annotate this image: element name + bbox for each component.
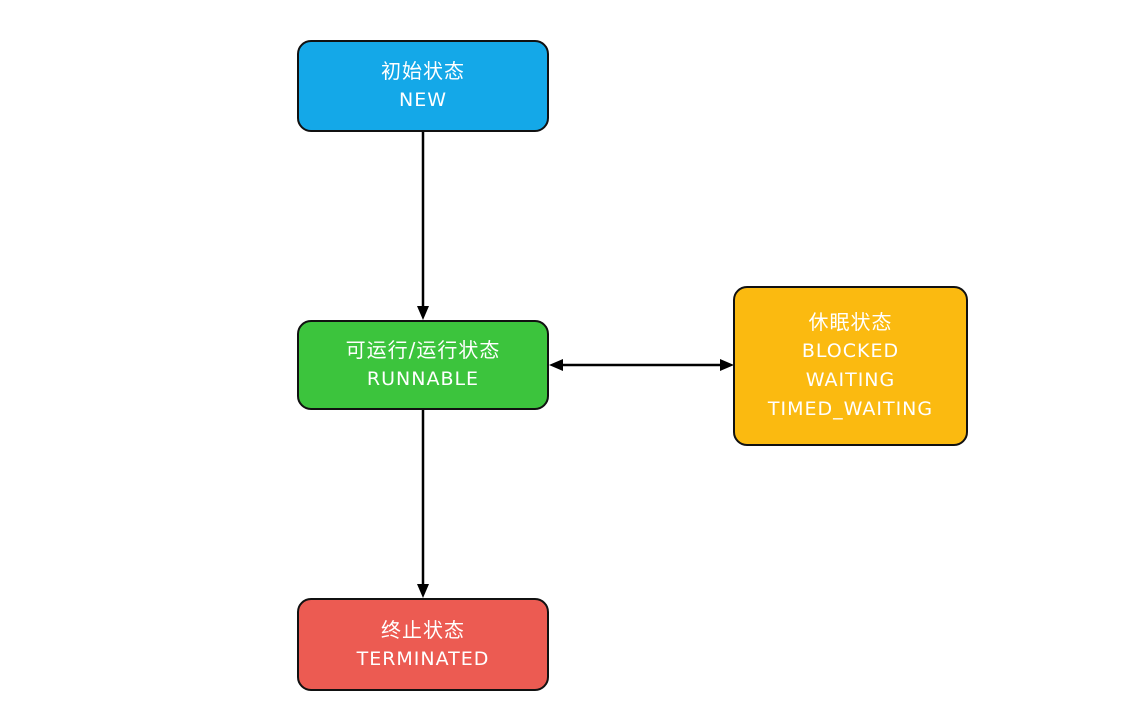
node-new: 初始状态 NEW [297, 40, 549, 132]
node-terminated: 终止状态 TERMINATED [297, 598, 549, 691]
node-sleep-label-waiting: WAITING [805, 369, 896, 391]
node-sleep-label-blocked: BLOCKED [801, 340, 900, 362]
node-runnable-label-en: RUNNABLE [366, 368, 480, 390]
arrow-runnable-sleep-bidirectional [549, 359, 734, 371]
node-runnable: 可运行/运行状态 RUNNABLE [297, 320, 549, 410]
node-new-label-en: NEW [398, 89, 447, 111]
node-sleep: 休眠状态 BLOCKED WAITING TIMED_WAITING [733, 286, 968, 446]
node-terminated-label-zh: 终止状态 [381, 617, 465, 642]
node-new-label-zh: 初始状态 [381, 59, 465, 83]
arrow-new-to-runnable [417, 132, 429, 320]
node-sleep-label-zh: 休眠状态 [808, 310, 893, 334]
node-runnable-label-zh: 可运行/运行状态 [345, 338, 501, 362]
node-terminated-label-en: TERMINATED [356, 647, 490, 670]
arrow-runnable-to-terminated [417, 410, 429, 598]
node-sleep-label-timed-waiting: TIMED_WAITING [767, 398, 934, 420]
